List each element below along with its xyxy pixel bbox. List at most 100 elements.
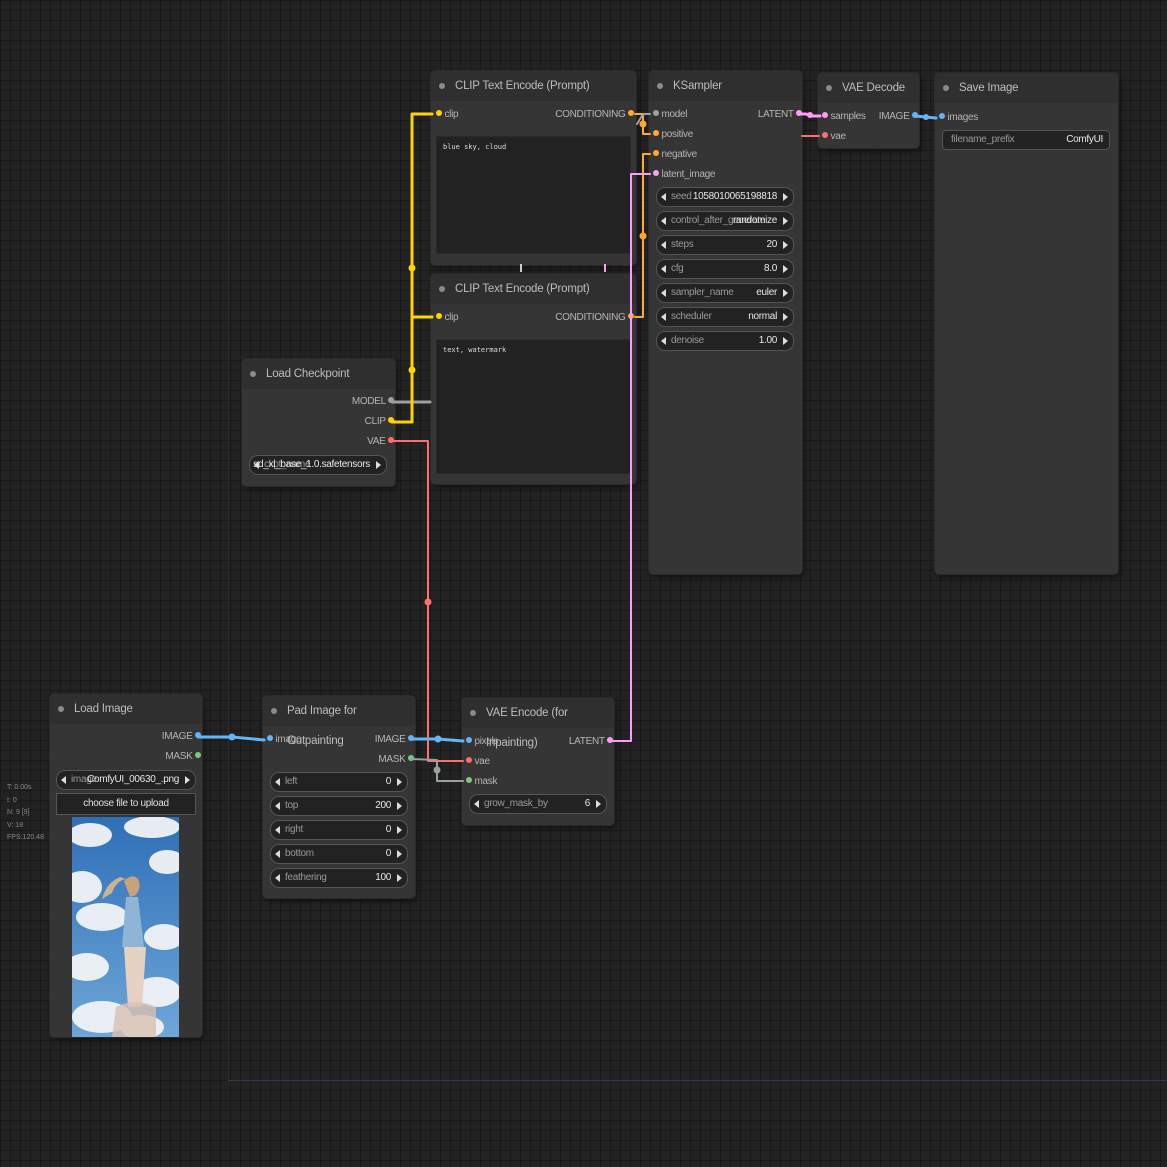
increment-arrow-icon[interactable] [783, 313, 788, 321]
increment-arrow-icon[interactable] [185, 776, 190, 784]
decrement-arrow-icon[interactable] [275, 850, 280, 858]
output-slot-image[interactable]: IMAGE [162, 728, 201, 746]
decrement-arrow-icon[interactable] [661, 193, 666, 201]
output-slot-image[interactable]: IMAGE [375, 731, 414, 749]
increment-arrow-icon[interactable] [397, 826, 402, 834]
collapse-dot-icon[interactable] [439, 286, 445, 292]
decrement-arrow-icon[interactable] [275, 778, 280, 786]
output-slot-vae[interactable]: VAE [367, 433, 394, 451]
collapse-dot-icon[interactable] [250, 371, 256, 377]
decrement-arrow-icon[interactable] [474, 800, 479, 808]
output-slot-mask[interactable]: MASK [165, 748, 201, 766]
decrement-arrow-icon[interactable] [275, 874, 280, 882]
prompt-text-area[interactable]: text, watermark [436, 339, 631, 474]
link-midpoint-marker[interactable] [408, 264, 416, 272]
node-pad-image-outpainting[interactable]: Pad Image for Outpainting image IMAGE MA… [263, 696, 415, 898]
node-vae-decode[interactable]: VAE Decode samples vae IMAGE [818, 73, 919, 148]
increment-arrow-icon[interactable] [783, 265, 788, 273]
input-slot-clip[interactable]: clip [432, 309, 459, 327]
collapse-dot-icon[interactable] [826, 85, 832, 91]
decrement-arrow-icon[interactable] [661, 217, 666, 225]
node-title[interactable]: Pad Image for Outpainting [263, 696, 415, 747]
increment-arrow-icon[interactable] [783, 337, 788, 345]
increment-arrow-icon[interactable] [783, 193, 788, 201]
node-load-checkpoint[interactable]: Load Checkpoint MODEL CLIP VAE ckpt_name… [242, 359, 395, 486]
increment-arrow-icon[interactable] [783, 241, 788, 249]
increment-arrow-icon[interactable] [397, 874, 402, 882]
input-slot-negative[interactable]: negative [649, 146, 697, 164]
input-slot-image[interactable]: image [263, 731, 302, 749]
output-slot-image[interactable]: IMAGE [879, 108, 918, 126]
decrement-arrow-icon[interactable] [275, 802, 280, 810]
increment-arrow-icon[interactable] [397, 778, 402, 786]
link-midpoint-marker[interactable] [639, 120, 647, 128]
link-negative[interactable] [634, 153, 651, 318]
input-slot-mask[interactable]: mask [462, 773, 497, 791]
output-slot-latent[interactable]: LATENT [758, 106, 802, 124]
increment-arrow-icon[interactable] [596, 800, 601, 808]
input-slot-samples[interactable]: samples [818, 108, 866, 126]
input-slot-vae[interactable]: vae [462, 753, 490, 771]
node-title[interactable]: CLIP Text Encode (Prompt) [431, 274, 636, 304]
node-title[interactable]: VAE Decode [818, 73, 919, 103]
collapse-dot-icon[interactable] [439, 83, 445, 89]
decrement-arrow-icon[interactable] [254, 461, 259, 469]
collapse-dot-icon[interactable] [657, 83, 663, 89]
input-slot-positive[interactable]: positive [649, 126, 693, 144]
link-image-pad[interactable] [196, 735, 266, 742]
decrement-arrow-icon[interactable] [661, 265, 666, 273]
link-clip-positive[interactable] [390, 112, 434, 424]
increment-arrow-icon[interactable] [397, 802, 402, 810]
node-clip-text-encode-negative[interactable]: CLIP Text Encode (Prompt) clip CONDITION… [431, 274, 636, 484]
collapse-dot-icon[interactable] [58, 706, 64, 712]
decrement-arrow-icon[interactable] [661, 313, 666, 321]
link-mask[interactable] [410, 758, 464, 782]
output-slot-conditioning[interactable]: CONDITIONING [555, 309, 634, 327]
collapse-dot-icon[interactable] [470, 710, 476, 716]
input-slot-pixels[interactable]: pixels [462, 733, 499, 751]
input-slot-model[interactable]: model [649, 106, 688, 124]
increment-arrow-icon[interactable] [783, 289, 788, 297]
link-midpoint-marker[interactable] [424, 598, 432, 606]
decrement-arrow-icon[interactable] [661, 241, 666, 249]
link-clip-negative[interactable] [390, 315, 434, 424]
node-vae-encode-inpainting[interactable]: VAE Encode (for Inpainting) pixels vae m… [462, 698, 614, 825]
node-clip-text-encode-positive[interactable]: CLIP Text Encode (Prompt) clip CONDITION… [431, 71, 636, 265]
link-image-pixels[interactable] [409, 737, 465, 743]
increment-arrow-icon[interactable] [376, 461, 381, 469]
link-midpoint-marker[interactable] [408, 366, 416, 374]
link-midpoint-marker[interactable] [923, 114, 929, 120]
output-slot-mask[interactable]: MASK [378, 751, 414, 769]
link-midpoint-marker[interactable] [639, 232, 647, 240]
input-slot-latent-image[interactable]: latent_image [649, 166, 715, 184]
output-slot-conditioning[interactable]: CONDITIONING [555, 106, 634, 124]
node-title[interactable]: CLIP Text Encode (Prompt) [431, 71, 636, 101]
output-slot-clip[interactable]: CLIP [365, 413, 394, 431]
input-slot-images[interactable]: images [935, 109, 978, 127]
link-midpoint-marker[interactable] [807, 112, 813, 118]
decrement-arrow-icon[interactable] [275, 826, 280, 834]
link-midpoint-marker[interactable] [434, 735, 442, 743]
output-slot-model[interactable]: MODEL [352, 393, 394, 411]
node-title[interactable]: Load Checkpoint [242, 359, 395, 389]
output-slot-latent[interactable]: LATENT [569, 733, 613, 751]
link-midpoint-marker[interactable] [228, 733, 236, 741]
node-ksampler[interactable]: KSampler model positive negative latent_… [649, 71, 802, 574]
link-midpoint-marker[interactable] [433, 766, 441, 774]
